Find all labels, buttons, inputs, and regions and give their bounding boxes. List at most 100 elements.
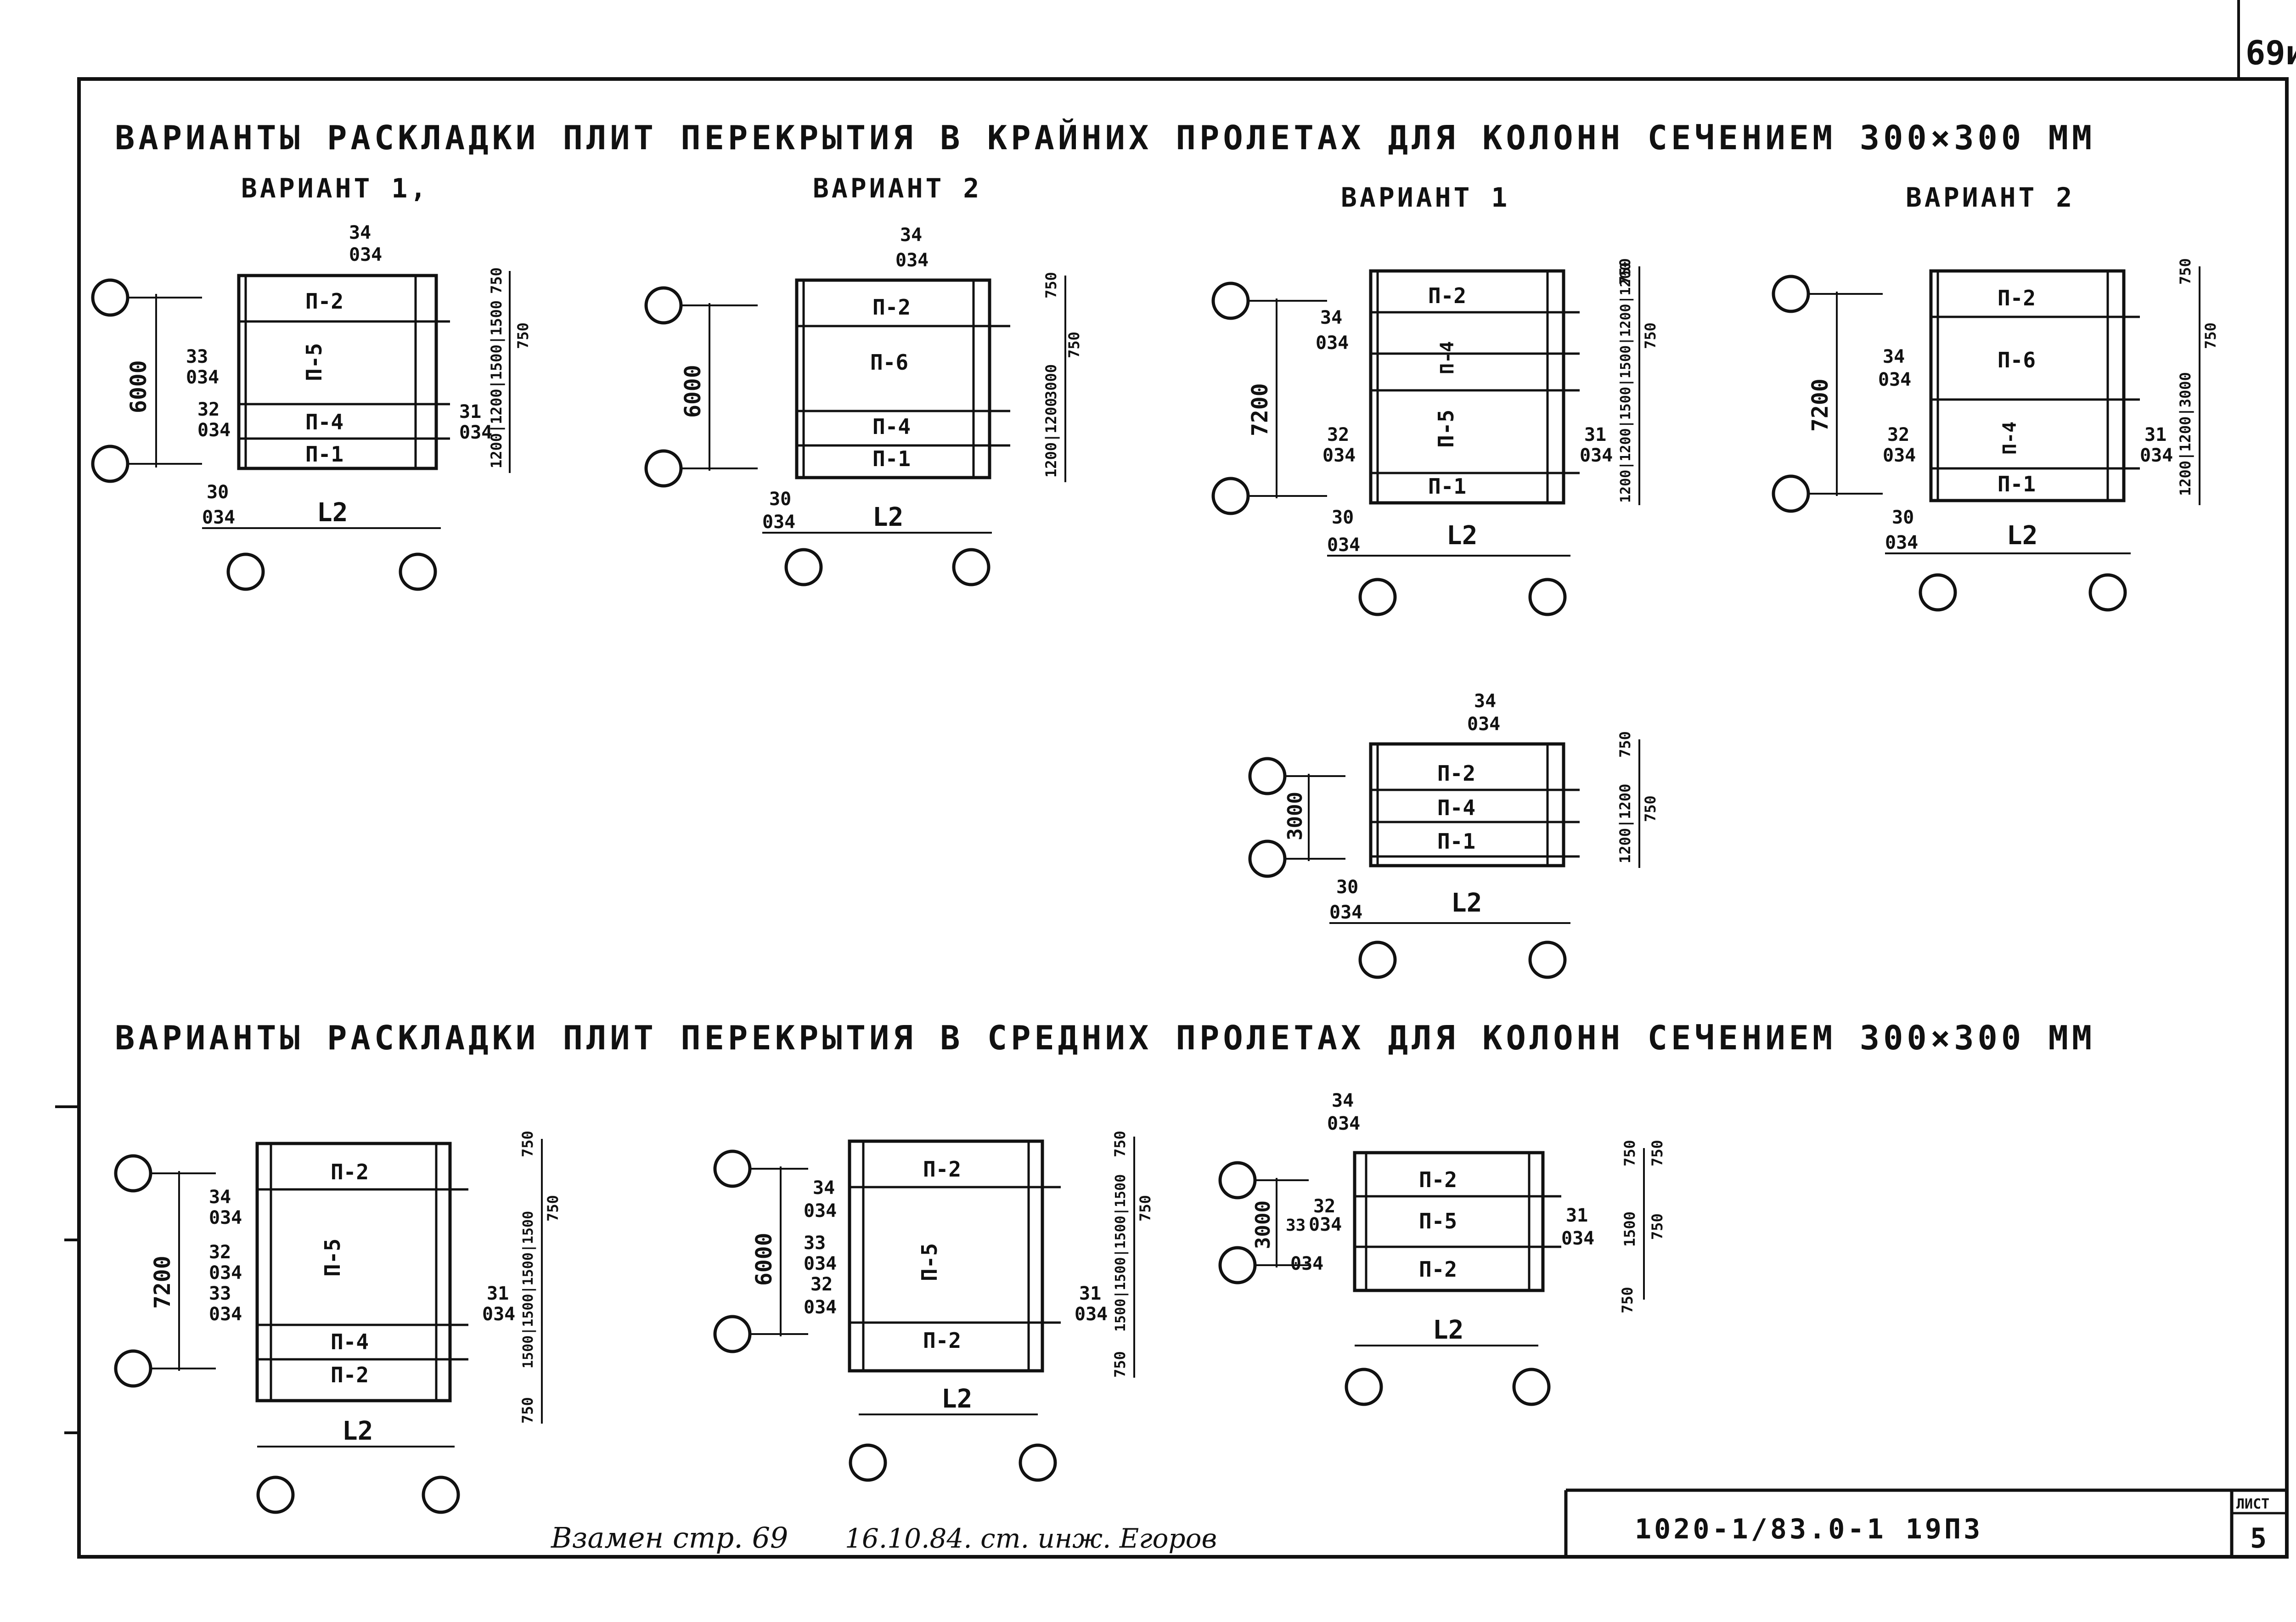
callout: 34 (1320, 307, 1342, 328)
callout: 33 (1286, 1216, 1306, 1235)
column-marker (1248, 757, 1287, 795)
column-marker (1211, 282, 1250, 320)
callout: 30 (1332, 507, 1354, 528)
layout-diagram-7: 6000 П-2 П-5 П-2 34 034 33 034 32 034 31… (713, 1131, 1154, 1482)
dim-750: 750 (1616, 258, 1634, 285)
column-marker (91, 278, 129, 317)
slab-label: П-1 (305, 442, 343, 467)
column-marker (952, 548, 990, 586)
column-marker (256, 1476, 295, 1514)
title-block: 1020-1/83.0-1 19ПЗ ЛИСТ 5 (1564, 1488, 2287, 1557)
column-marker (849, 1443, 887, 1482)
column-marker (713, 1315, 752, 1353)
column-marker (1772, 474, 1810, 513)
callout-ref: 034 (804, 1253, 837, 1274)
slab-label: П-5 (302, 343, 326, 381)
dim-750: 750 (2177, 258, 2194, 285)
bay-outline (237, 274, 438, 470)
callout-ref: 034 (482, 1304, 515, 1325)
slab-label: П-4 (1437, 341, 1458, 374)
slab-label: П-6 (1998, 348, 2036, 372)
span-label: L2 (342, 1416, 373, 1446)
dim-750: 750 (1649, 1140, 1666, 1166)
column-marker (226, 552, 265, 591)
dim-750: 750 (544, 1195, 562, 1222)
dim-750: 750 (514, 322, 532, 349)
dim-stack: 1200|1200|3000 (2177, 372, 2195, 496)
slab-label: П-5 (917, 1243, 942, 1281)
callout: 32 (1887, 424, 1909, 445)
slab-label: П-1 (872, 446, 911, 471)
heading-bottom: ВАРИАНТЫ РАСКЛАДКИ ПЛИТ ПЕРЕКРЫТИЯ В СРЕ… (115, 1019, 2095, 1057)
callout-ref: 034 (349, 244, 382, 265)
callout-ref: 034 (1883, 445, 1916, 466)
slab-label: П-2 (1419, 1167, 1457, 1192)
callout: 34 (900, 225, 922, 246)
callout: 31 (2144, 424, 2167, 445)
layout-diagram-4: 7200 П-2 П-6 П-4 П-1 34 034 32 034 31 03… (1772, 258, 2219, 612)
slab-label: П-2 (331, 1160, 369, 1184)
callout: 34 (1474, 691, 1496, 712)
column-marker (422, 1476, 460, 1514)
height-dim: 7200 (1807, 378, 1833, 432)
span-label: L2 (1433, 1315, 1463, 1345)
corner-mark: 69и (2245, 34, 2296, 72)
dim-750: 750 (1065, 332, 1083, 358)
dim-3000: 3000 (1042, 364, 1060, 400)
span-label: L2 (1451, 888, 1482, 918)
slab-label: П-5 (1419, 1209, 1457, 1233)
dim-750: 750 (519, 1131, 536, 1157)
column-marker (1345, 1368, 1383, 1406)
callout-ref: 034 (1561, 1228, 1594, 1249)
column-marker (1528, 578, 1567, 616)
slab-label: П-2 (872, 295, 911, 320)
callout: 31 (1079, 1283, 1101, 1304)
dim-750: 750 (1137, 1195, 1154, 1222)
sheet-number: 5 (2250, 1522, 2267, 1554)
layout-diagram-1: 6000 П-2 П-5 П-4 П-1 34 034 33 034 32 03… (91, 222, 532, 591)
callout-ref: 034 (209, 1262, 242, 1284)
column-marker (1919, 573, 1957, 612)
slab-label: П-2 (1428, 283, 1466, 308)
slab-label: П-5 (320, 1239, 345, 1277)
variant-title-3: ВАРИАНТ 1 (1341, 182, 1510, 213)
height-dim: 7200 (150, 1256, 175, 1309)
callout: 34 (1332, 1090, 1354, 1111)
callout-ref: 034 (762, 512, 795, 533)
callout: 34 (813, 1177, 835, 1199)
note-signature: 16.10.84. ст. инж. Егоров (845, 1523, 1217, 1554)
heading-top: ВАРИАНТЫ РАСКЛАДКИ ПЛИТ ПЕРЕКРЫТИЯ В КРА… (115, 118, 2095, 157)
callout-ref: 034 (804, 1297, 837, 1318)
callout: 32 (209, 1242, 231, 1263)
dim-750: 750 (1616, 731, 1634, 758)
column-marker (2088, 573, 2127, 612)
span-label: L2 (872, 502, 903, 532)
column-marker (644, 286, 683, 325)
span-label: L2 (1446, 521, 1477, 551)
layout-diagram-6: 7200 П-2 П-5 П-4 П-2 34 034 32 034 33 03… (114, 1131, 562, 1514)
sheet-label: ЛИСТ (2236, 1496, 2269, 1512)
slab-label: П-1 (1428, 474, 1466, 499)
height-dim: 6000 (751, 1233, 777, 1286)
column-marker (1248, 839, 1287, 878)
layout-diagram-3: 7200 П-2 П-4 П-5 П-1 34 034 32 034 31 03… (1211, 258, 1659, 616)
bay-outline (1929, 269, 2126, 502)
callout-ref: 034 (1322, 445, 1356, 466)
column-marker (91, 445, 129, 483)
bay-outline (255, 1142, 452, 1402)
callout-ref: 034 (1885, 532, 1918, 553)
callout: 34 (1883, 346, 1905, 367)
callout-ref: 034 (1327, 535, 1360, 556)
callout: 33 (804, 1233, 826, 1254)
slab-label: П-6 (870, 350, 908, 375)
callout: 30 (1336, 877, 1358, 898)
callout-ref: 034 (209, 1304, 242, 1325)
column-marker (1211, 477, 1250, 515)
callout: 31 (1566, 1205, 1588, 1226)
callout-ref: 034 (186, 367, 219, 388)
variant-title-1: ВАРИАНТ 1, (241, 173, 429, 204)
column-marker (1528, 941, 1567, 979)
layout-diagram-2: 6000 П-2 П-6 П-4 П-1 34 034 30 034 L2 75… (644, 225, 1083, 586)
slab-label: П-1 (1998, 472, 2036, 496)
callout-ref: 034 (459, 422, 492, 443)
